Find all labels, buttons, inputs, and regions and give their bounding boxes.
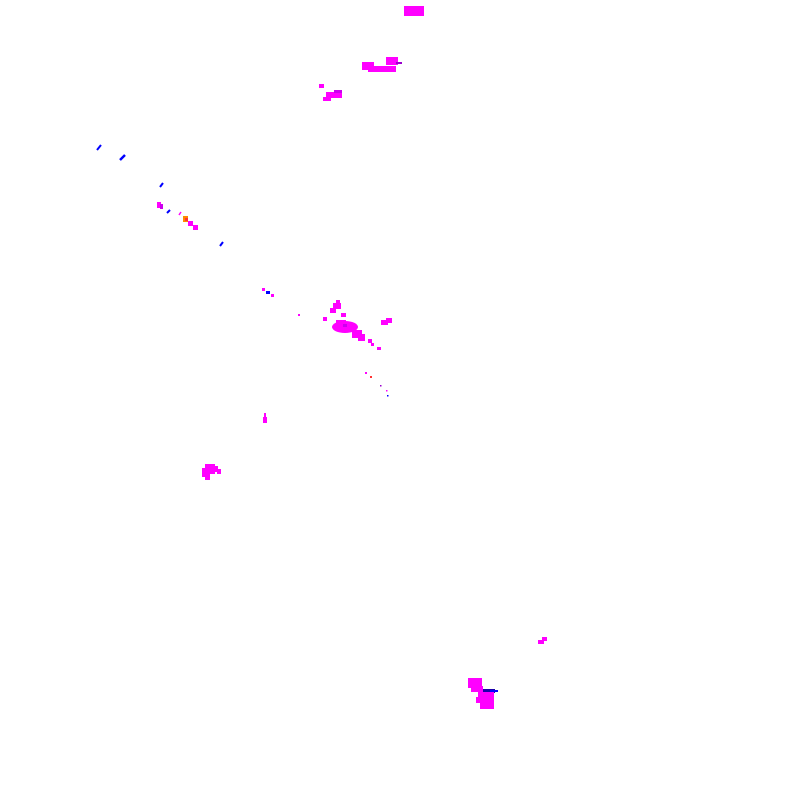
map-feature	[352, 330, 362, 338]
map-feature	[490, 690, 498, 692]
map-feature	[326, 92, 342, 98]
map-feature	[333, 303, 341, 309]
map-feature	[202, 468, 210, 477]
map-feature	[538, 640, 544, 644]
map-feature	[368, 66, 396, 72]
map-feature	[263, 417, 267, 423]
map-feature	[336, 300, 340, 304]
map-feature	[483, 689, 495, 693]
map-feature	[381, 320, 388, 325]
feature-cluster-left	[202, 413, 267, 480]
map-feature	[386, 390, 388, 392]
map-feature	[471, 686, 483, 692]
map-feature	[219, 241, 224, 247]
map-feature	[370, 376, 372, 378]
map-feature	[380, 385, 382, 387]
map-feature	[264, 413, 266, 417]
map-feature	[542, 637, 547, 641]
map-feature	[262, 288, 265, 291]
feature-cluster-lower-right	[468, 637, 547, 709]
feature-cluster-center	[262, 288, 392, 397]
map-feature	[386, 318, 392, 323]
map-feature	[334, 90, 342, 93]
map-feature	[160, 204, 163, 209]
map-feature	[476, 697, 482, 703]
map-feature	[478, 692, 494, 702]
map-feature	[480, 700, 494, 709]
map-feature	[266, 291, 270, 294]
map-feature	[188, 221, 193, 226]
map-feature	[193, 225, 198, 230]
map-feature	[271, 294, 274, 297]
map-feature	[387, 395, 389, 397]
map-feature	[386, 57, 398, 65]
map-feature	[217, 469, 221, 474]
map-feature	[205, 476, 210, 480]
map-feature	[371, 343, 374, 346]
map-feature	[410, 14, 424, 16]
map-feature	[157, 202, 161, 208]
map-feature	[159, 182, 164, 188]
map-feature	[185, 218, 188, 221]
map-feature	[319, 84, 324, 88]
feature-cluster-upper	[319, 57, 402, 101]
map-feature	[341, 313, 346, 317]
map-feature	[323, 317, 327, 321]
map-feature	[298, 314, 300, 316]
map-feature	[330, 308, 336, 313]
map-feature	[358, 334, 365, 341]
map-feature	[213, 466, 218, 472]
map-feature	[336, 320, 346, 324]
map-feature	[323, 97, 331, 101]
map-feature	[178, 211, 182, 216]
map-feature	[166, 209, 171, 214]
map-feature	[368, 339, 372, 343]
feature-cluster-top	[404, 6, 424, 16]
feature-diagonal-line	[96, 144, 224, 247]
map-feature	[396, 62, 402, 64]
map-feature	[119, 154, 126, 161]
map-feature	[468, 678, 482, 688]
map-feature	[343, 324, 347, 327]
map-feature	[365, 372, 367, 374]
map-feature	[96, 144, 102, 151]
map-feature	[377, 347, 381, 350]
map-feature	[404, 6, 424, 16]
